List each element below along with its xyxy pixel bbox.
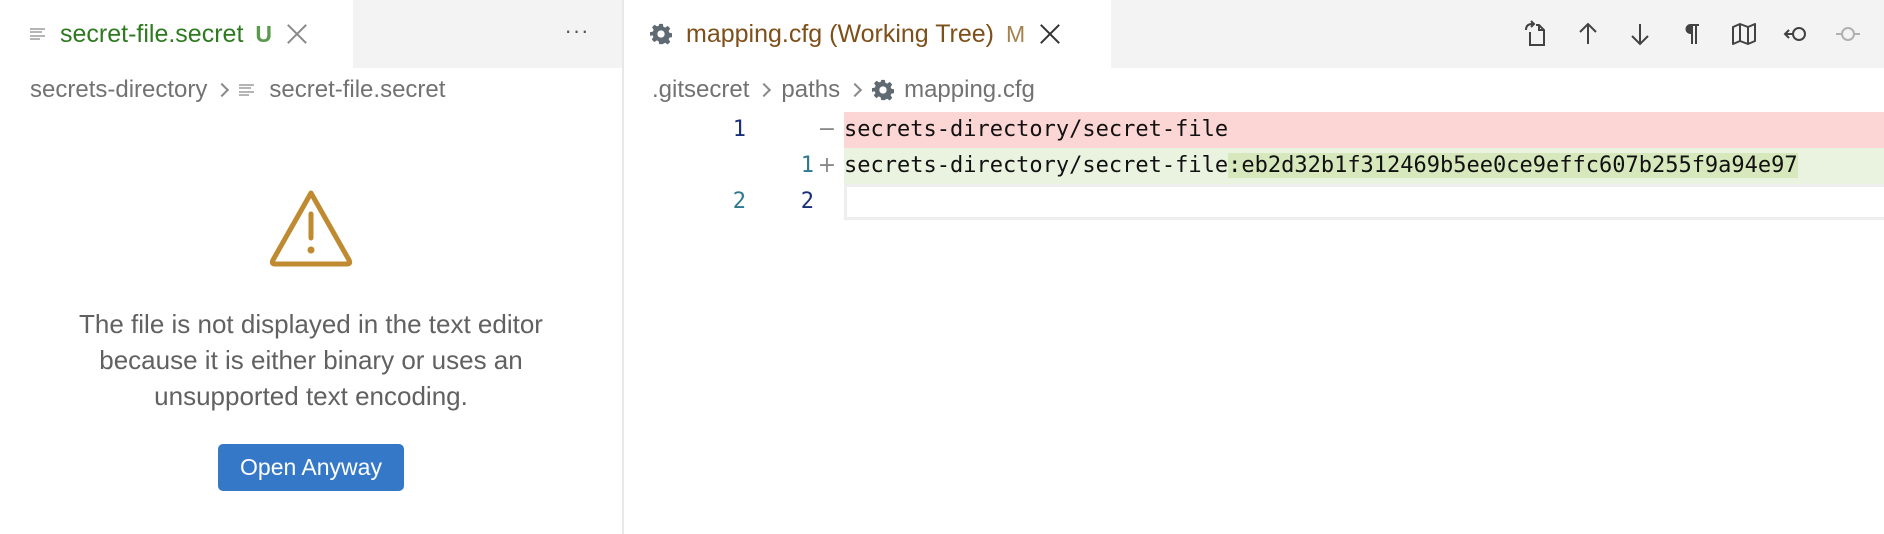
notice-line: because it is either binary or uses an — [99, 345, 523, 375]
close-icon[interactable] — [1039, 23, 1061, 45]
notice-line: unsupported text encoding. — [154, 381, 468, 411]
breadcrumb-label: paths — [781, 76, 841, 103]
arrow-down-icon — [1631, 24, 1649, 46]
tab-label: secret-file.secret — [60, 19, 244, 48]
open-file-button[interactable] — [1518, 16, 1554, 52]
original-line-number: 1 — [732, 117, 746, 142]
breadcrumb-label: .gitsecret — [652, 76, 750, 103]
modified-line-number: 1 — [800, 153, 814, 178]
gear-icon — [872, 79, 895, 101]
diff-row-added: 1 + secrets-directory/secret-file:eb2d32… — [624, 148, 1884, 184]
modified-line-number: 2 — [800, 189, 814, 214]
chevron-right-icon — [757, 82, 772, 98]
pilcrow-icon — [1685, 24, 1699, 44]
tab-secret-file[interactable]: secret-file.secret U — [0, 0, 353, 68]
gear-icon — [650, 23, 672, 45]
breadcrumb-label: secret-file.secret — [269, 76, 446, 103]
diff-minus-icon: − — [817, 117, 837, 142]
original-line-number: 2 — [732, 189, 746, 214]
chevron-right-icon — [848, 82, 863, 98]
revert-button[interactable] — [1778, 16, 1814, 52]
editor-group-sash[interactable] — [622, 0, 624, 534]
breadcrumb-item-gitsecret[interactable]: .gitsecret — [652, 76, 749, 104]
warning-icon — [269, 190, 353, 267]
added-text-highlight: :eb2d32b1f312469b5ee0ce9effc607b255f9a94… — [1228, 153, 1798, 178]
diff-plus-icon: + — [817, 153, 837, 178]
text-file-icon — [30, 26, 46, 42]
code-line[interactable]: secrets-directory/secret-file:eb2d32b1f3… — [844, 148, 1884, 184]
commit-icon — [1836, 27, 1860, 41]
notice-line: The file is not displayed in the text ed… — [79, 309, 543, 339]
more-actions-button[interactable]: ··· — [564, 18, 590, 43]
right-editor-group: mapping.cfg (Working Tree) M — [624, 0, 1884, 534]
breadcrumb-item-file[interactable]: mapping.cfg — [872, 76, 1035, 104]
map-icon — [1732, 23, 1756, 45]
right-tab-bar: mapping.cfg (Working Tree) M — [624, 0, 1884, 68]
open-anyway-button[interactable]: Open Anyway — [218, 444, 404, 491]
inline-diff-editor[interactable]: 1 − secrets-directory/secret-file 1 + se… — [624, 112, 1884, 220]
tab-mapping-cfg[interactable]: mapping.cfg (Working Tree) M — [624, 0, 1111, 68]
previous-change-button[interactable] — [1570, 16, 1606, 52]
breadcrumb: secrets-directory secret-file.secret — [30, 68, 445, 112]
untracked-badge: U — [255, 20, 273, 47]
left-tab-bar: secret-file.secret U ··· — [0, 0, 622, 68]
code-line[interactable]: secrets-directory/secret-file — [844, 112, 1884, 148]
breadcrumb-item-file[interactable]: secret-file.secret — [239, 76, 445, 104]
next-change-button[interactable] — [1622, 16, 1658, 52]
text-file-icon — [239, 82, 255, 98]
breadcrumb-label: secrets-directory — [30, 76, 208, 103]
binary-file-notice: The file is not displayed in the text ed… — [0, 188, 622, 491]
code-text: secrets-directory/secret-file — [844, 153, 1229, 178]
breadcrumb-label: mapping.cfg — [904, 76, 1035, 103]
revert-icon — [1783, 27, 1806, 41]
arrow-up-icon — [1579, 22, 1597, 44]
editor-toolbar — [1518, 14, 1866, 54]
code-text: secrets-directory/secret-file — [844, 117, 1229, 142]
toggle-whitespace-button[interactable] — [1674, 16, 1710, 52]
notice-message: The file is not displayed in the text ed… — [0, 306, 622, 414]
open-file-icon — [1525, 20, 1545, 46]
modified-badge: M — [1006, 20, 1026, 47]
diff-row-deleted: 1 − secrets-directory/secret-file — [624, 112, 1884, 148]
left-editor-group: secret-file.secret U ··· secrets-directo… — [0, 0, 622, 534]
breadcrumb-item-paths[interactable]: paths — [781, 76, 840, 104]
chevron-right-icon — [215, 82, 230, 98]
close-icon[interactable] — [286, 23, 308, 45]
commit-button[interactable] — [1830, 16, 1866, 52]
diff-row-unchanged: 2 2 — [624, 184, 1884, 220]
minimap-button[interactable] — [1726, 16, 1762, 52]
current-code-line[interactable] — [844, 184, 1884, 220]
tab-label: mapping.cfg (Working Tree) — [686, 19, 994, 48]
breadcrumb-item-folder[interactable]: secrets-directory — [30, 76, 207, 104]
breadcrumb: .gitsecret paths mapping.cfg — [652, 68, 1035, 112]
